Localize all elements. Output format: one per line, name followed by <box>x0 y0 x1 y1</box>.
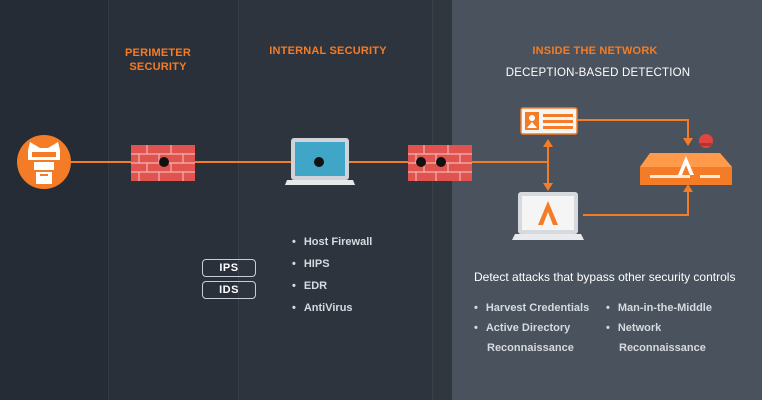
firewall-icon <box>131 145 195 181</box>
deception-detection-label: DECEPTION-BASED DETECTION <box>505 67 691 79</box>
column-perimeter <box>108 0 239 400</box>
laptop-icon <box>285 138 355 185</box>
internal-security-list: Host Firewall HIPS EDR AntiVirus <box>292 231 412 319</box>
alert-icon <box>699 134 713 148</box>
inside-network-heading: INSIDE THE NETWORK <box>532 45 658 57</box>
attack-list-right: Man-in-the-Middle Network Reconnaissance <box>606 298 756 358</box>
list-item-continuation: Reconnaissance <box>487 342 574 354</box>
list-item: Active Directory <box>474 318 604 338</box>
column-internal <box>238 0 433 400</box>
arrowheads <box>543 138 693 192</box>
list-item: Man-in-the-Middle <box>606 298 756 318</box>
column-attacker <box>0 0 108 400</box>
network-connectors <box>520 119 689 216</box>
appliance-icon <box>640 153 732 185</box>
list-item: HIPS <box>292 253 412 275</box>
server-icon <box>520 107 578 135</box>
list-item: AntiVirus <box>292 297 412 319</box>
list-item: Network <box>606 318 756 338</box>
list-item-continuation: Reconnaissance <box>619 342 706 354</box>
ids-badge: IDS <box>202 281 256 299</box>
laptop-icon <box>512 192 584 240</box>
detect-attacks-text: Detect attacks that bypass other securit… <box>474 270 736 284</box>
list-item: Harvest Credentials <box>474 298 604 318</box>
perimeter-security-heading: PERIMETER SECURITY <box>118 46 198 74</box>
perimeter-line-1: PERIMETER <box>125 47 191 59</box>
list-item: EDR <box>292 275 412 297</box>
attack-list-left: Harvest Credentials Active Directory Rec… <box>474 298 604 358</box>
column-gap <box>432 0 453 400</box>
list-item: Host Firewall <box>292 231 412 253</box>
ips-badge: IPS <box>202 259 256 277</box>
perimeter-line-2: SECURITY <box>129 61 187 73</box>
firewall-icon <box>408 145 472 181</box>
attacker-icon <box>17 135 71 189</box>
internal-security-heading: INTERNAL SECURITY <box>269 45 387 57</box>
